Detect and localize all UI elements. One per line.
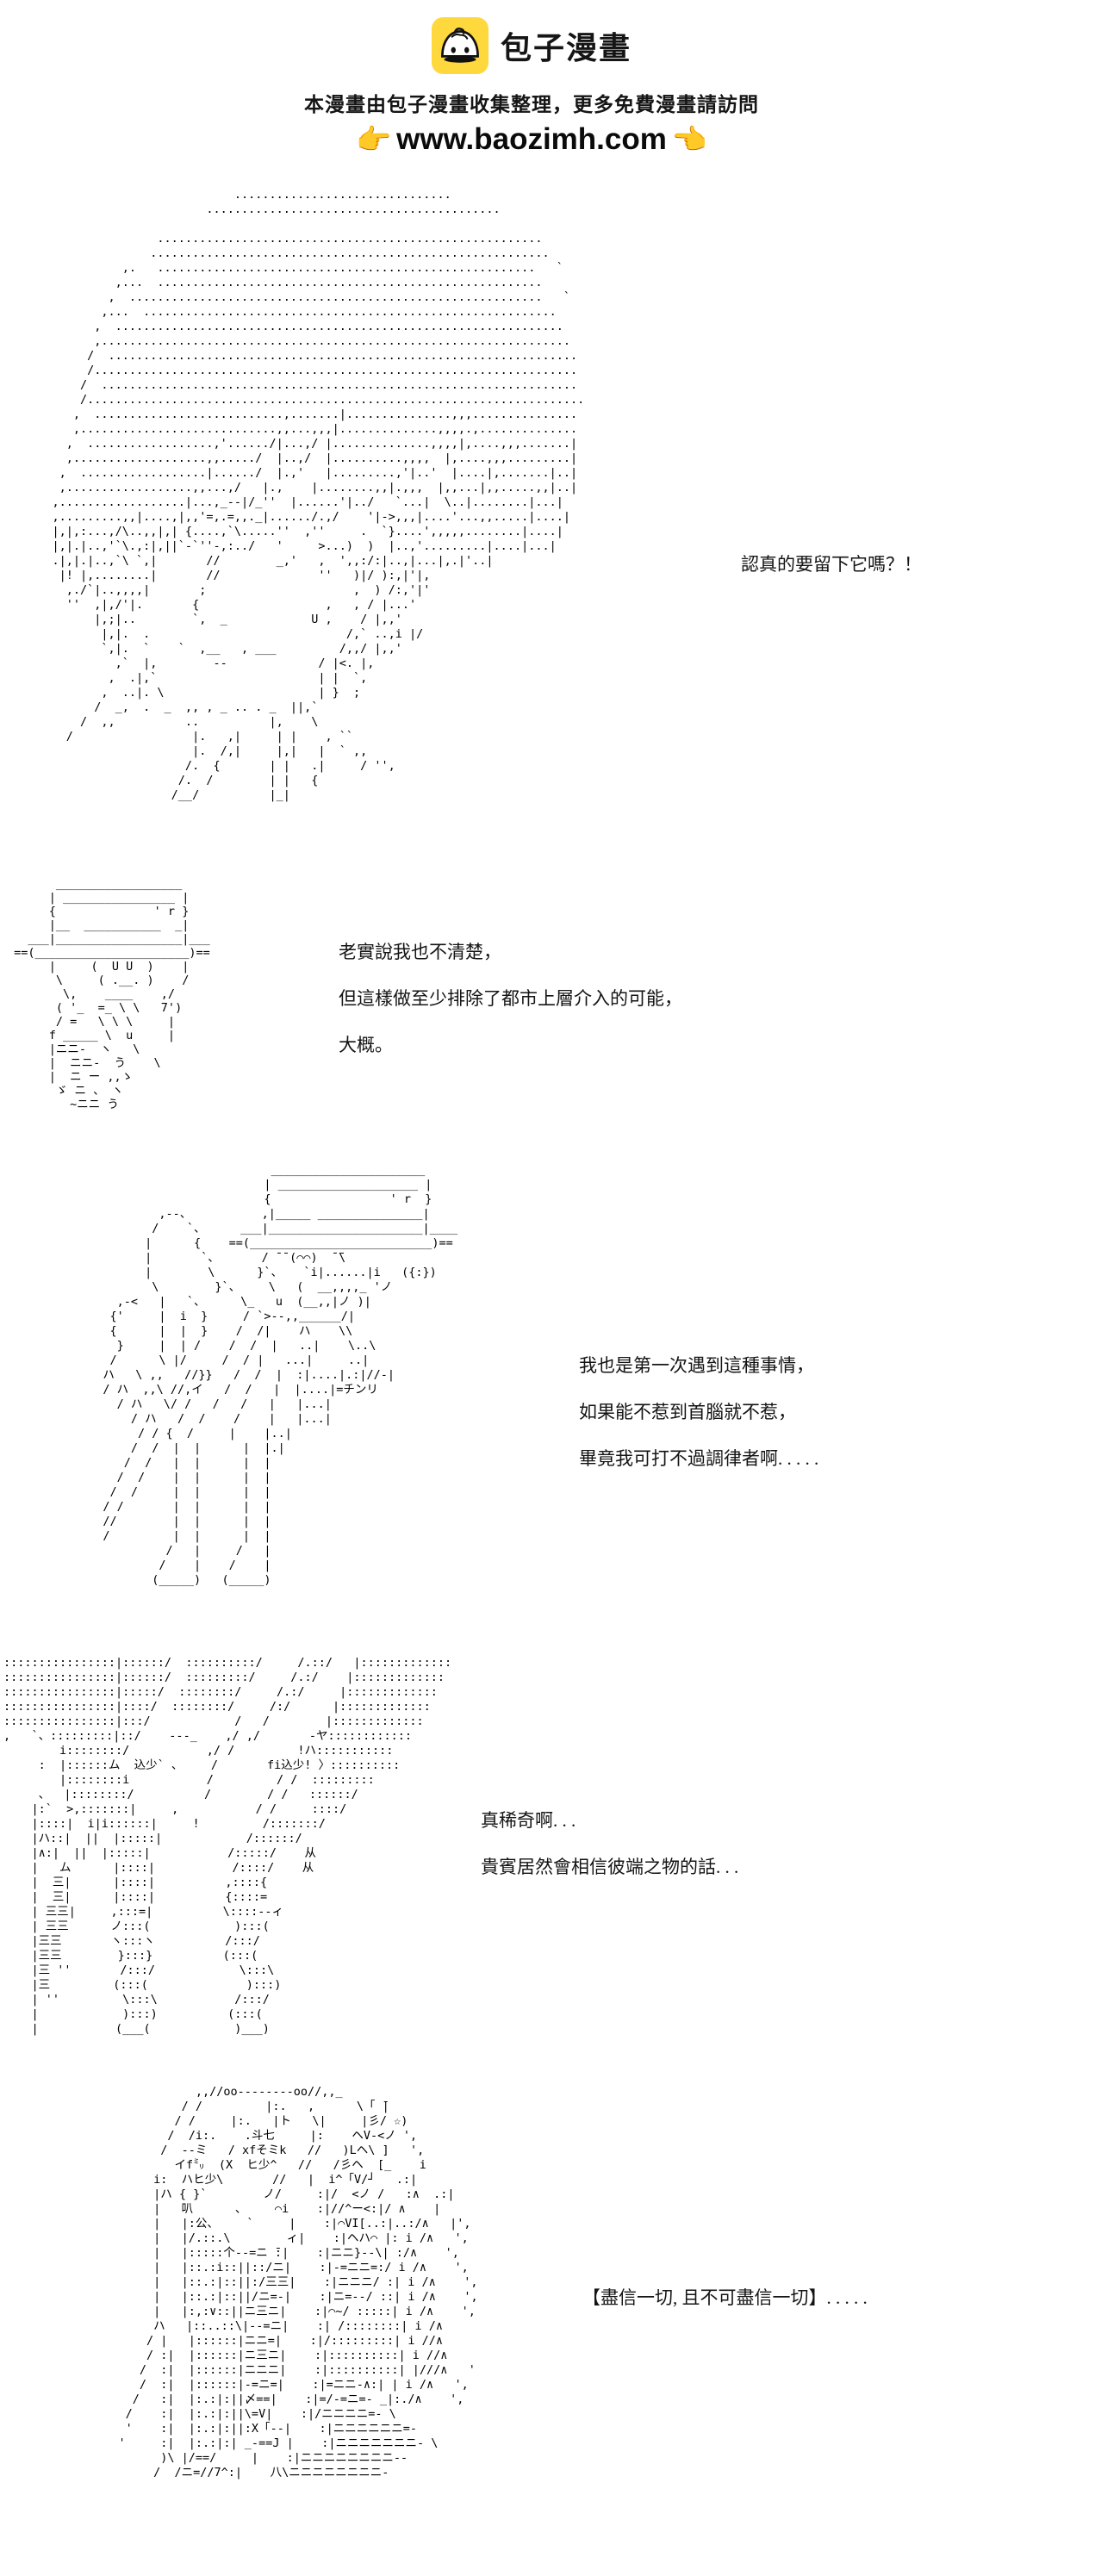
url-text: www.baozimh.com — [396, 122, 667, 156]
dialogue-panel-5: 【盡信一切, 且不可盡信一切】. . . . . — [582, 2285, 868, 2331]
dialogue-line: 貴賓居然會相信彼端之物的話. . . — [481, 1857, 739, 1877]
dialogue-line: 大概。 — [339, 1035, 393, 1055]
ascii-art-panel-hat-man-pointing: ______________________ | _______________… — [103, 1163, 458, 1587]
ascii-art-panel-dotted-face: ::::::::::::::::|::::::/ ::::::::::/ /.:… — [3, 1656, 452, 2036]
ascii-art-panel-hat-man: __________________ | ________________ | … — [14, 877, 210, 1111]
point-left-icon: 👈 — [671, 123, 707, 155]
point-right-icon: 👉 — [356, 123, 392, 155]
dialogue-line: 但這樣做至少排除了都市上層介入的可能， — [339, 988, 682, 1009]
dialogue-line: 畢竟我可打不過調律者啊. . . . . — [579, 1448, 819, 1469]
dialogue-line: 【盡信一切, 且不可盡信一切】. . . . . — [582, 2287, 868, 2308]
dialogue-panel-3: 我也是第一次遇到這種事情， 如果能不惹到首腦就不惹， 畢竟我可打不過調律者啊. . … — [579, 1353, 818, 1492]
ascii-art-panel-boy-face: ............................... ........… — [52, 188, 585, 802]
logo-row: 包子漫畫 — [0, 12, 1063, 79]
dialogue-line: 如果能不惹到首腦就不惹， — [579, 1402, 796, 1422]
dialogue-line: 老實說我也不清楚， — [339, 942, 501, 962]
dialogue-panel-4: 真稀奇啊. . . 貴賓居然會相信彼端之物的話. . . — [481, 1808, 738, 1901]
site-title: 包子漫畫 — [500, 30, 632, 65]
ascii-art-panel-long-hair: ,,//oo--------oo//,,_ / / |:. , \「 ̄| / … — [118, 2085, 478, 2480]
dialogue-line: 我也是第一次遇到這種事情， — [579, 1355, 814, 1376]
site-header: 包子漫畫 本漫畫由包子漫畫收集整理，更多免費漫畫請訪問 👉www.baozimh… — [0, 12, 1063, 157]
promo-text: 本漫畫由包子漫畫收集整理，更多免費漫畫請訪問 — [304, 93, 759, 115]
site-url-line: 👉www.baozimh.com👈 — [0, 122, 1063, 157]
dialogue-line: 真稀奇啊. . . — [481, 1810, 576, 1831]
dialogue-panel-2: 老實說我也不清楚， 但這樣做至少排除了都市上層介入的可能， 大概。 — [339, 939, 682, 1079]
dialogue-panel-1: 認真的要留下它嗎？！ — [741, 551, 922, 598]
baozi-logo-icon — [431, 17, 488, 74]
dialogue-line: 認真的要留下它嗎？！ — [741, 554, 922, 575]
